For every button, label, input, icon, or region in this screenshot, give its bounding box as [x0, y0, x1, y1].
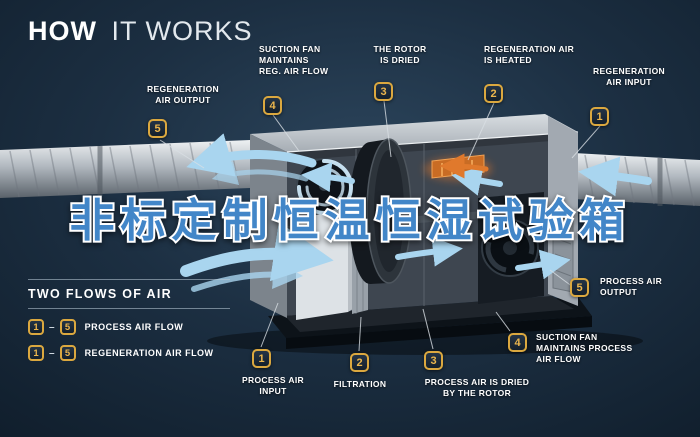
callout-label-suction-fan-regen: SUCTION FAN MAINTAINS REG. AIR FLOW: [259, 44, 329, 77]
legend-range-dash: –: [49, 347, 55, 359]
legend-row-process-air-flow: 1 – 5 PROCESS AIR FLOW: [28, 319, 230, 335]
callout-label-process-air-input: PROCESS AIR INPUT: [241, 375, 305, 397]
callout-label-suction-fan-process: SUCTION FAN MAINTAINS PROCESS AIR FLOW: [536, 332, 633, 365]
legend-badge-from: 1: [28, 319, 44, 335]
title-word-it-works: IT WORKS: [111, 16, 253, 46]
callout-label-rotor-is-dried: THE ROTOR IS DRIED: [373, 44, 427, 66]
callout-number-regeneration-air-output: 5: [148, 119, 167, 138]
legend-badge-to: 5: [59, 345, 76, 361]
callout-label-filtration: FILTRATION: [333, 379, 387, 389]
title-word-how: HOW: [28, 16, 97, 46]
desiccant-rotor: [349, 138, 412, 284]
callout-number-process-air-input: 1: [252, 349, 271, 368]
callout-number-process-air-output: 5: [570, 278, 589, 297]
callout-number-filtration: 2: [350, 353, 369, 372]
process-inlet-box: [296, 206, 358, 320]
legend-divider-bottom: [28, 308, 230, 309]
regeneration-output-duct: [0, 140, 250, 198]
process-suction-fan: [478, 192, 544, 304]
legend-row-label: PROCESS AIR FLOW: [84, 322, 184, 332]
callout-number-regeneration-air-input: 1: [590, 107, 609, 126]
legend-row-regeneration-air-flow: 1 – 5 REGENERATION AIR FLOW: [28, 345, 230, 361]
page-title: HOW IT WORKS: [28, 16, 253, 47]
legend-divider-top: [28, 279, 230, 280]
callout-label-process-air-output: PROCESS AIR OUTPUT: [600, 276, 663, 298]
callout-number-suction-fan-process: 4: [508, 333, 527, 352]
legend-badge-to: 5: [59, 319, 76, 335]
callout-label-regeneration-air-heated: REGENERATION AIR IS HEATED: [484, 44, 575, 66]
callout-number-process-air-dried: 3: [424, 351, 443, 370]
airflow-arrows: [180, 133, 652, 292]
callout-label-regeneration-air-input: REGENERATION AIR INPUT: [592, 66, 666, 88]
legend-range-dash: –: [49, 321, 55, 333]
callout-number-regeneration-air-heated: 2: [484, 84, 503, 103]
legend-badge-from: 1: [28, 345, 44, 361]
legend: TWO FLOWS OF AIR 1 – 5 PROCESS AIR FLOW …: [28, 279, 230, 361]
legend-row-label: REGENERATION AIR FLOW: [84, 348, 214, 358]
callout-number-rotor-is-dried: 3: [374, 82, 393, 101]
callout-number-suction-fan-regen: 4: [263, 96, 282, 115]
legend-title: TWO FLOWS OF AIR: [28, 287, 172, 301]
callout-leader-lines: [159, 100, 601, 352]
callout-label-regeneration-air-output: REGENERATION AIR OUTPUT: [146, 84, 220, 106]
callout-label-process-air-dried: PROCESS AIR IS DRIED BY THE ROTOR: [424, 377, 530, 399]
